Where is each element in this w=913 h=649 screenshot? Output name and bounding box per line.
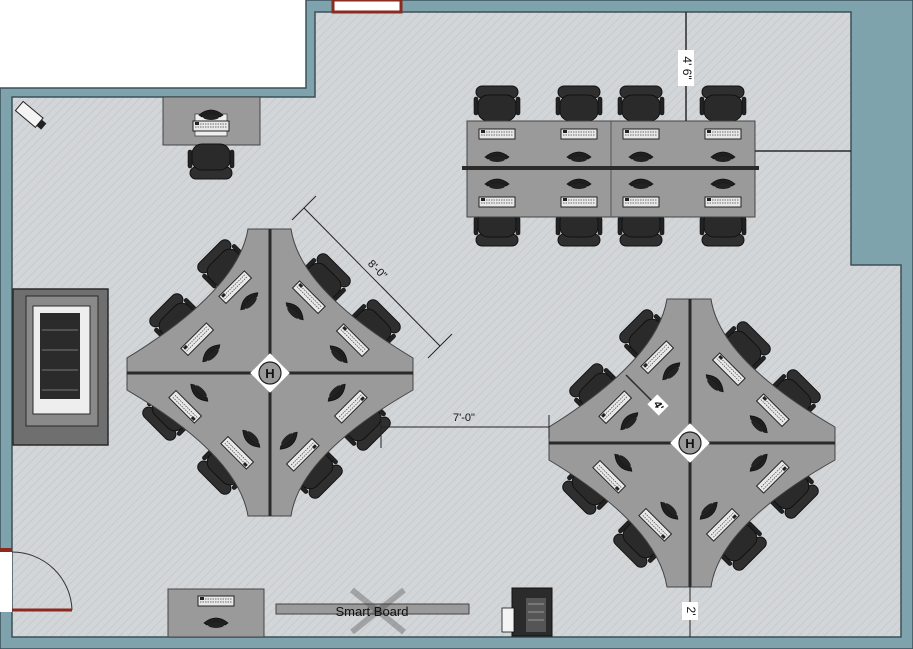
hub-label: H <box>685 436 694 451</box>
power-hub-icon: H <box>258 361 282 385</box>
dimension-pod-spacing: 4' <box>647 394 669 416</box>
bench-workstation <box>462 85 759 247</box>
smart-board-label: Smart Board <box>336 604 409 619</box>
workstation-cluster-right: H <box>548 298 836 588</box>
top-door <box>331 0 403 14</box>
office-floor <box>11 11 902 638</box>
power-hub-icon: H <box>678 431 702 455</box>
dimension-cluster-gap-label: 7'-0" <box>453 412 475 424</box>
hub-label: H <box>265 366 274 381</box>
printer-icon <box>501 587 553 637</box>
dimension-bottom-gap: 2' <box>682 587 698 637</box>
server-cabinet <box>12 288 109 446</box>
dimension-bottom-gap-label: 2' <box>684 607 698 616</box>
entry-door <box>0 548 73 612</box>
smart-board: Smart Board <box>275 587 470 635</box>
security-camera-icon <box>14 100 47 130</box>
reception-desk <box>162 96 261 180</box>
dimension-top-gap-label: 4' 6" <box>680 56 694 79</box>
dimension-top-gap: 4' 6" <box>678 50 694 86</box>
bottom-desk <box>167 588 265 638</box>
workstation-cluster-left: H <box>126 228 414 517</box>
dimension-cluster-gap: 7'-0" <box>380 412 550 448</box>
